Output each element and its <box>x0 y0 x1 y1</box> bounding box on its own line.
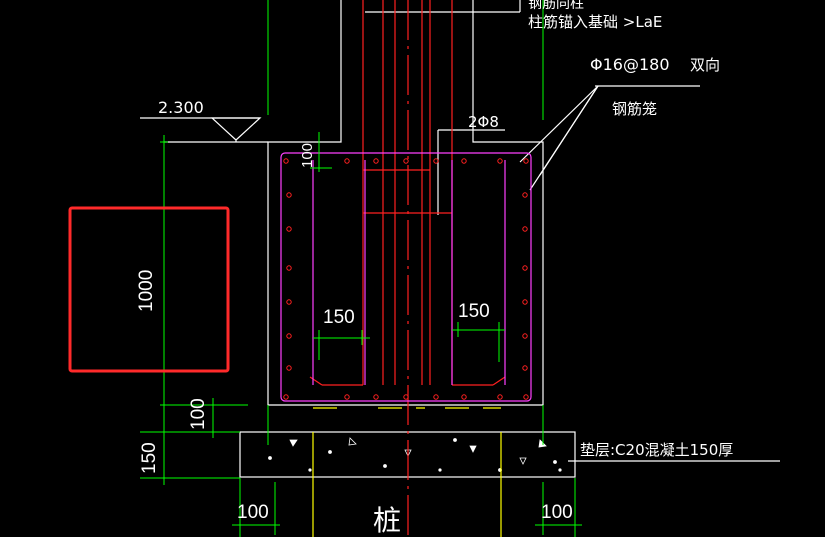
elevation-label: 2.300 <box>158 98 204 117</box>
rebar-dot <box>522 265 528 271</box>
rebar-dot <box>344 394 350 400</box>
rebar-dot <box>286 299 292 305</box>
dim-cushion-thickness: 150 <box>139 442 160 474</box>
rebar-dot <box>522 333 528 339</box>
dim-inner-left: 150 <box>323 307 355 328</box>
rebar-dot <box>403 394 409 400</box>
rebar-dot <box>497 394 503 400</box>
rebar-mesh-label: Φ16@180 <box>590 55 670 74</box>
rebar-dot <box>283 158 289 164</box>
rebar-dot <box>522 226 528 232</box>
rebar-dot <box>403 158 409 164</box>
stirrup-spec-label: 2Φ8 <box>468 113 499 131</box>
column-rebar <box>309 0 506 537</box>
dim-inner-right: 150 <box>458 301 490 322</box>
cushion-note: 垫层:C20混凝土150厚 <box>580 441 733 459</box>
rebar-dot <box>522 365 528 371</box>
rebar-dot <box>283 394 289 400</box>
dim-cushion-left: 100 <box>237 502 269 523</box>
dim-cover-bottom: 100 <box>188 398 209 430</box>
rebar-dot <box>286 226 292 232</box>
rebar-dot <box>461 394 467 400</box>
dimension-lines <box>140 0 582 537</box>
pile-label: 桩 <box>373 504 401 537</box>
highlight-box <box>68 206 230 373</box>
dim-cap-height: 1000 <box>136 270 157 312</box>
rebar-dot <box>286 365 292 371</box>
rebar-dot <box>433 158 439 164</box>
dim-cushion-right: 100 <box>541 502 573 523</box>
rebar-dot <box>286 265 292 271</box>
pile-outline <box>312 407 502 537</box>
rebar-dot <box>286 192 292 198</box>
rebar-dot <box>522 192 528 198</box>
mesh-direction-label: 双向 <box>690 56 720 74</box>
rebar-dot <box>344 158 350 164</box>
rebar-dot <box>497 158 503 164</box>
top-note-anchorage: 柱筋锚入基础 >LaE <box>528 13 662 31</box>
rebar-dots <box>283 158 529 400</box>
rebar-dot <box>461 158 467 164</box>
top-note-rebar-same: 钢筋同柱 <box>528 0 584 12</box>
rebar-dot <box>373 394 379 400</box>
rebar-dot <box>433 394 439 400</box>
rebar-dot <box>522 299 528 305</box>
rebar-dot <box>373 158 379 164</box>
rebar-dot <box>523 158 529 164</box>
rebar-dot <box>286 333 292 339</box>
rebar-cage-label: 钢筋笼 <box>612 100 657 118</box>
rebar-cage <box>280 152 532 402</box>
dim-cover-top: 100 <box>299 143 316 168</box>
rebar-dot <box>523 394 529 400</box>
